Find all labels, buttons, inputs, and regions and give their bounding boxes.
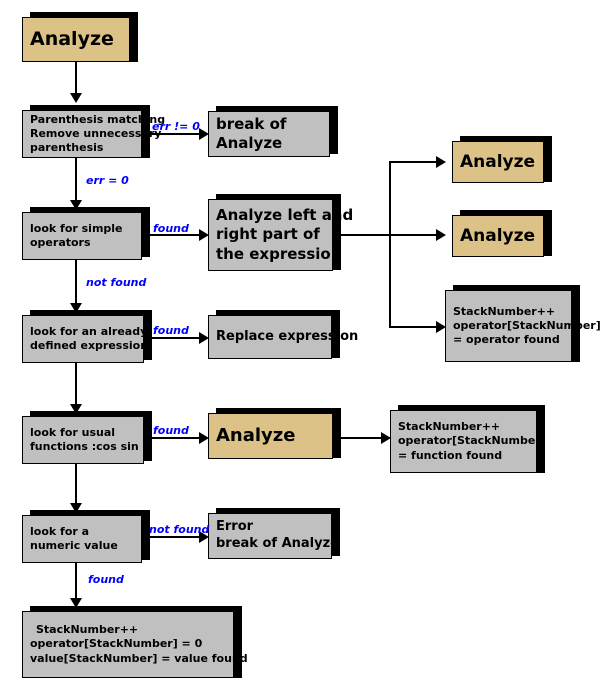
node-label: Analyze — [460, 151, 536, 172]
arrowhead — [70, 503, 82, 513]
arrowhead — [70, 93, 82, 103]
node-line-1: look for a — [30, 524, 90, 538]
node-parenthesis-matching[interactable]: Parenthesis matching Remove unnecessary … — [22, 110, 166, 158]
edge-label-found-4: found — [88, 573, 124, 586]
connector-numeric-to-error — [142, 536, 206, 538]
node-usual-functions[interactable]: look for usual functions :cos sin .. — [22, 416, 151, 464]
arrowhead — [199, 128, 209, 140]
connector-functions-to-analyze — [144, 437, 206, 439]
node-line-2: operator[StackNumber] = 0 — [30, 637, 203, 651]
node-stack-operator-found[interactable]: StackNumber++ operator[StackNumber] = op… — [445, 290, 600, 362]
arrowhead — [199, 531, 209, 543]
connector-fan-to-analyze-1 — [389, 161, 443, 163]
node-analyze-branch-1[interactable]: Analyze — [452, 141, 544, 183]
arrowhead — [381, 432, 391, 444]
arrowhead — [199, 332, 209, 344]
node-label: Analyze — [216, 425, 296, 447]
node-line-2: Remove unnecessary — [30, 126, 162, 140]
node-label: Analyze — [460, 225, 536, 246]
node-error-break[interactable]: Error break of Analyze — [208, 513, 339, 559]
node-line-2: break of Analyze — [216, 536, 339, 551]
arrowhead — [199, 432, 209, 444]
arrowhead — [70, 303, 82, 313]
arrowhead — [199, 229, 209, 241]
edge-label-err-zero: err = 0 — [86, 174, 129, 187]
node-line-1: StackNumber++ — [453, 304, 556, 318]
connector-analyze-lr-fan — [389, 161, 391, 328]
node-line-2: operators — [30, 236, 91, 249]
connector-analyze-to-stack-function — [333, 437, 385, 439]
node-line-1: StackNumber++ — [398, 420, 501, 434]
edge-label-err-not-zero: err != 0 — [152, 120, 200, 133]
arrowhead — [70, 598, 82, 608]
arrowhead — [436, 156, 446, 168]
node-stack-value-found[interactable]: StackNumber++ operator[StackNumber] = 0 … — [22, 611, 248, 678]
node-simple-operators[interactable]: look for simple operators — [22, 212, 142, 260]
node-line-1: Analyze left and — [216, 205, 354, 224]
connector-parenthesis-to-break — [142, 133, 206, 135]
arrowhead — [70, 404, 82, 414]
node-line-2: functions :cos sin .. — [30, 440, 151, 453]
arrowhead — [436, 229, 446, 241]
connector-defined-to-functions — [75, 363, 77, 411]
node-line-3: value[StackNumber] = value found — [30, 651, 248, 665]
node-line-1: look for simple — [30, 221, 123, 235]
node-line-3: the expression — [216, 244, 342, 263]
node-label: Analyze — [30, 28, 114, 51]
node-line-1: Error — [216, 519, 254, 535]
connector-parenthesis-to-operators — [75, 158, 77, 204]
node-line-1: Parenthesis matching — [30, 112, 166, 126]
edge-label-found-3: found — [153, 424, 189, 437]
edge-label-not-found-1: not found — [86, 276, 147, 289]
node-line-1: look for usual — [30, 425, 116, 439]
node-line-1: StackNumber++ — [36, 623, 139, 637]
connector-defined-to-replace — [144, 337, 206, 339]
connector-numeric-to-stack-value — [75, 563, 77, 609]
node-line-3: parenthesis — [30, 141, 104, 155]
connector-analyze-lr-trunk — [333, 234, 443, 236]
edge-label-found-2: found — [153, 324, 189, 337]
node-break-of-analyze[interactable]: break of Analyze — [208, 111, 330, 157]
arrowhead — [70, 200, 82, 210]
node-line-3: = function found — [398, 448, 503, 462]
connector-functions-to-numeric — [75, 464, 77, 508]
node-defined-expression[interactable]: look for an already defined expression — [22, 315, 149, 363]
node-analyze-function[interactable]: Analyze — [208, 413, 333, 459]
edge-label-found-1: found — [153, 222, 189, 235]
connector-operators-to-defined — [75, 260, 77, 308]
connector-start-to-parenthesis — [75, 62, 77, 96]
connector-fan-to-stack-operator — [389, 326, 443, 328]
edge-label-not-found-2: not found — [149, 523, 210, 536]
node-line-3: = operator found — [453, 333, 560, 347]
node-label: Replace expression — [216, 328, 359, 344]
node-line-2: operator[StackNumber] — [398, 434, 546, 448]
node-analyze-start[interactable]: Analyze — [22, 17, 130, 62]
connector-operators-to-analyze-lr — [142, 234, 206, 236]
node-analyze-left-right[interactable]: Analyze left and right part of the expre… — [208, 199, 354, 271]
node-stack-function-found[interactable]: StackNumber++ operator[StackNumber] = fu… — [390, 410, 546, 473]
node-line-2: numeric value — [30, 539, 118, 552]
node-numeric-value[interactable]: look for a numeric value — [22, 515, 142, 563]
node-line-1: look for an already — [30, 324, 148, 338]
arrowhead — [436, 321, 446, 333]
node-line-2: operator[StackNumber] — [453, 318, 600, 332]
node-analyze-branch-2[interactable]: Analyze — [452, 215, 544, 257]
node-replace-expression[interactable]: Replace expression — [208, 315, 359, 359]
node-line-2: Analyze — [216, 134, 283, 152]
node-line-2: defined expression — [30, 339, 149, 352]
node-line-1: break of — [216, 114, 287, 133]
node-line-2: right part of — [216, 225, 320, 244]
